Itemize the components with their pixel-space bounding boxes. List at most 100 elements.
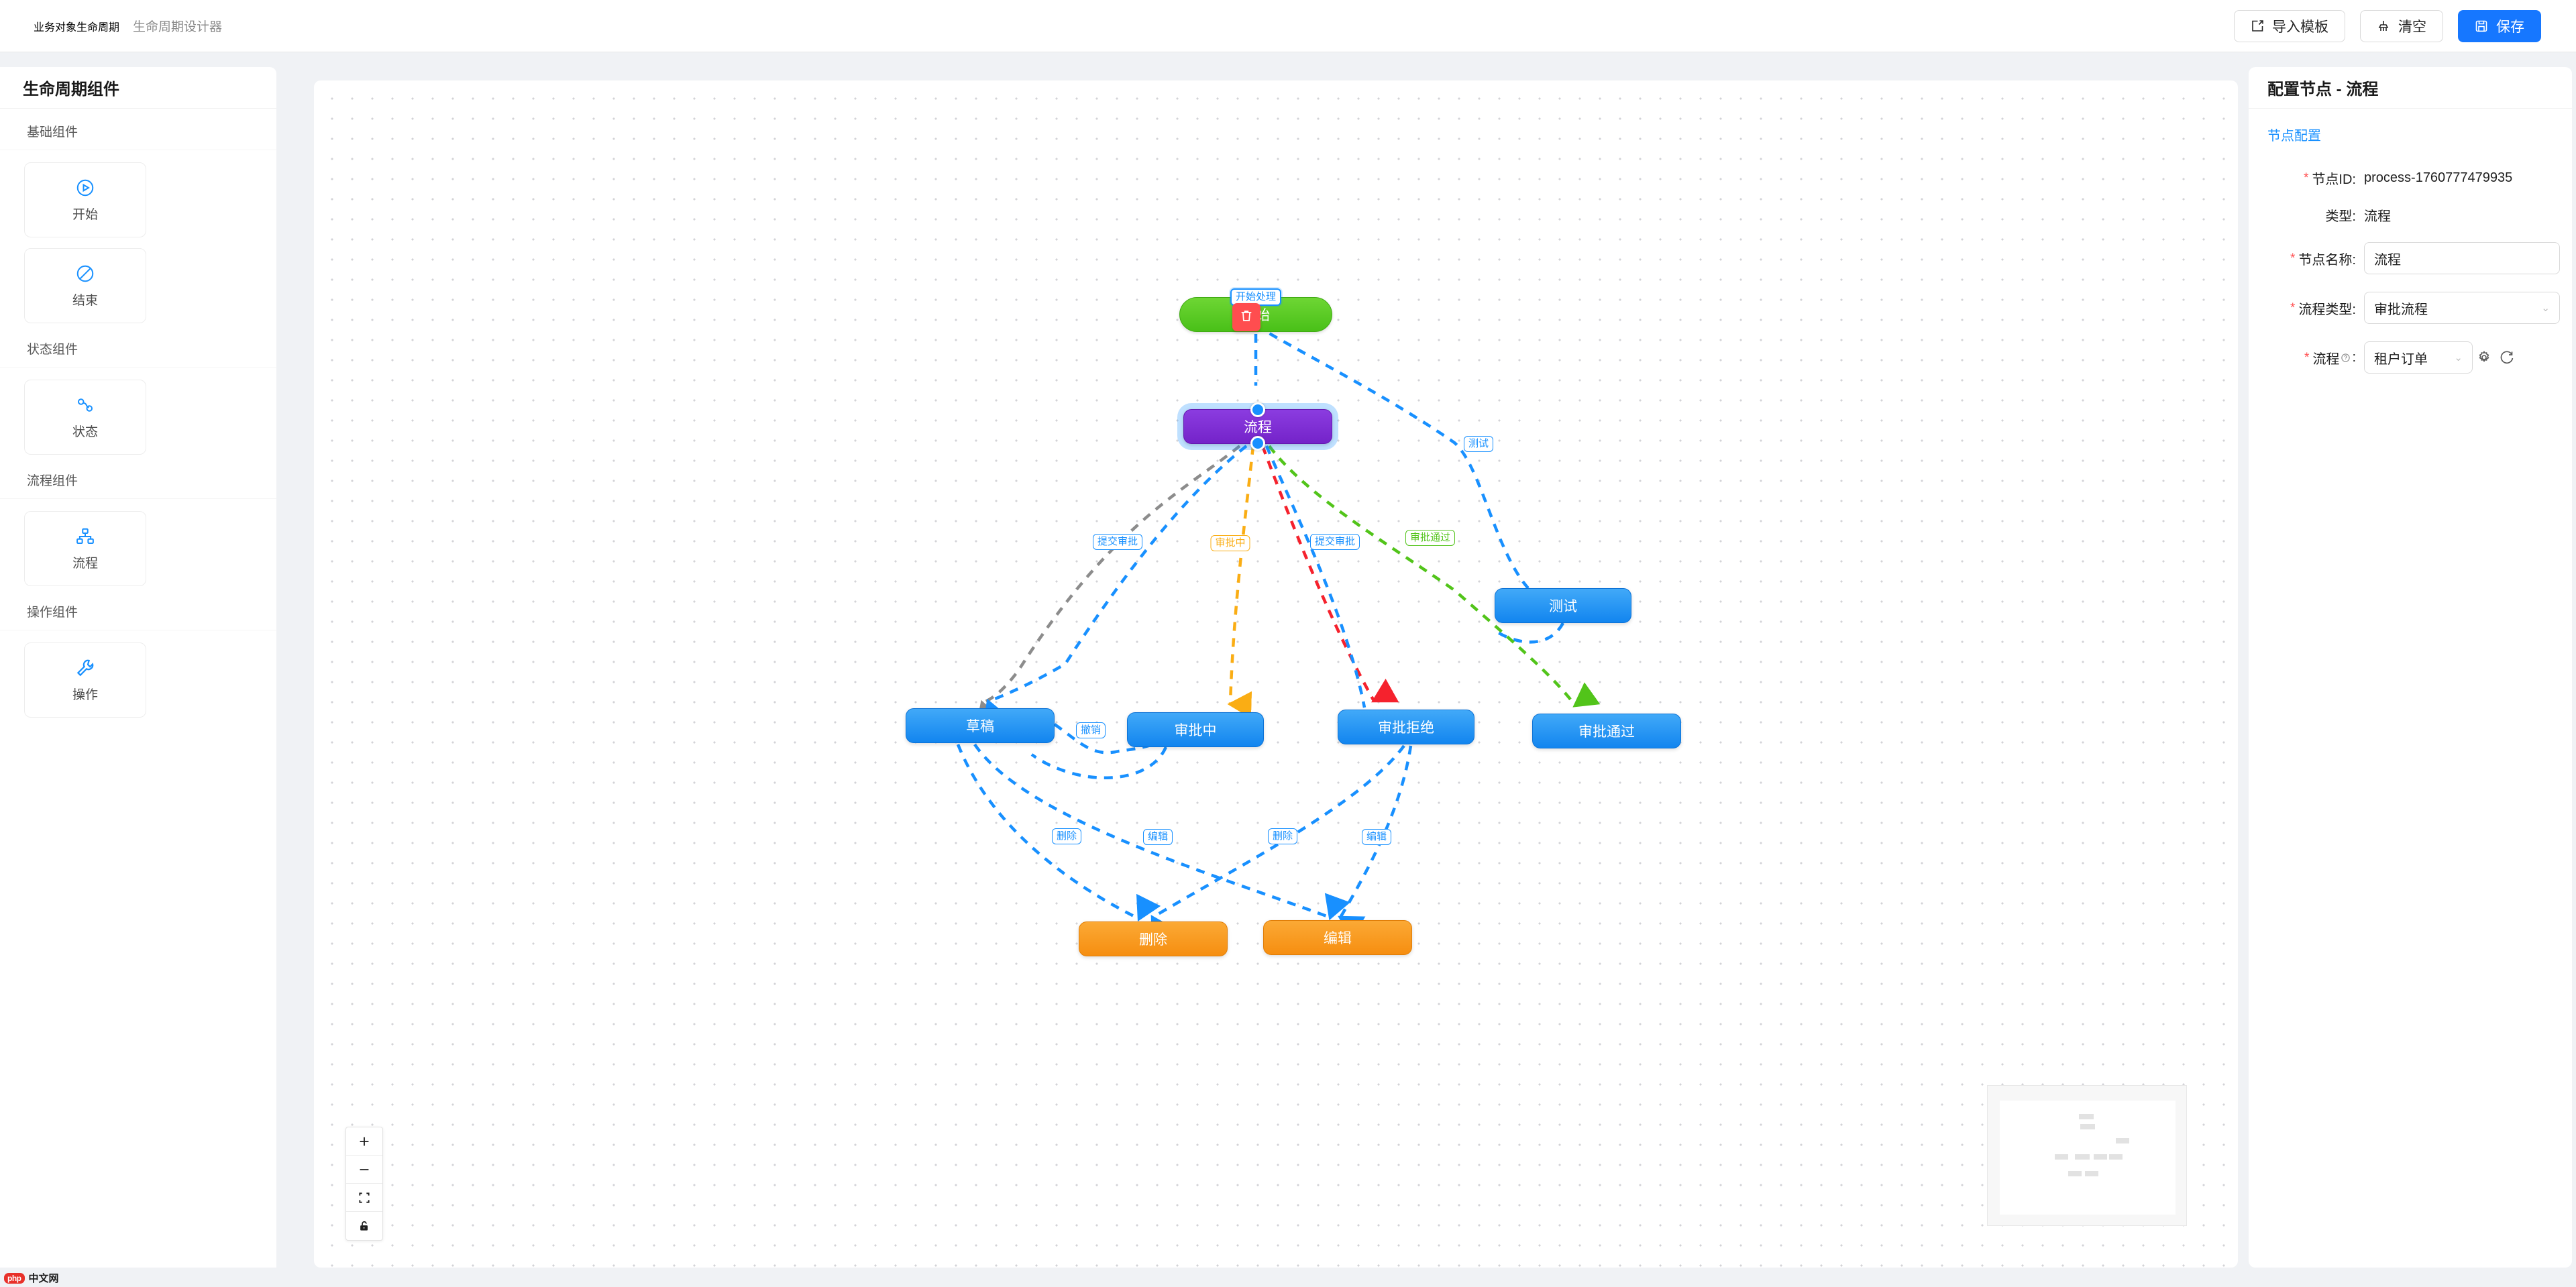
process-type-label-text: 流程类型: <box>2298 302 2356 317</box>
edge-label-test[interactable]: 测试 <box>1463 436 1494 452</box>
flow-node-process[interactable]: 流程 <box>1183 402 1332 451</box>
flow-node-approving[interactable]: 审批中 <box>1127 712 1264 747</box>
import-icon <box>2251 19 2264 33</box>
process-type-label: * 流程类型: <box>2249 298 2364 318</box>
process-settings-button[interactable] <box>2473 349 2496 366</box>
question-circle-icon[interactable] <box>2341 353 2351 363</box>
minimap-viewport <box>2000 1101 2176 1215</box>
flow-node-label: 流程 <box>1244 420 1272 435</box>
node-config-panel: 配置节点 - 流程 节点配置 * 节点ID: process-176077747… <box>2249 67 2572 1268</box>
edge-label-text: 删除 <box>1272 830 1293 842</box>
palette-group-process: 流程 <box>0 499 276 589</box>
import-template-button[interactable]: 导入模板 <box>2234 9 2345 42</box>
process-select[interactable]: 租户订单 ⌄ <box>2364 341 2473 374</box>
minimap-node <box>2075 1154 2090 1160</box>
edge-label-text: 编辑 <box>1147 831 1169 842</box>
required-star: * <box>2290 300 2296 315</box>
edge-label-submit-approval-2[interactable]: 提交审批 <box>1309 534 1360 550</box>
edge-label-withdraw[interactable]: 撤销 <box>1075 722 1106 738</box>
flow-node-label: 审批通过 <box>1578 724 1635 740</box>
trash-icon <box>1239 309 1254 327</box>
zoom-out-button[interactable] <box>346 1156 382 1184</box>
flow-node-approved[interactable]: 审批通过 <box>1532 714 1681 748</box>
edge-label-approved[interactable]: 审批通过 <box>1405 530 1456 546</box>
clear-button[interactable]: 清空 <box>2360 9 2443 42</box>
canvas-minimap[interactable] <box>1987 1085 2187 1226</box>
stop-circle-icon <box>75 264 95 284</box>
edge-label-delete-1[interactable]: 删除 <box>1051 828 1082 844</box>
edge-label-text: 删除 <box>1056 830 1077 842</box>
form-row-process: * 流程 : 租户订单 ⌄ <box>2249 341 2572 374</box>
process-type-select[interactable]: 审批流程 ⌄ <box>2364 292 2560 324</box>
form-row-type: 类型: 流程 <box>2249 205 2572 225</box>
lock-canvas-button[interactable] <box>346 1212 382 1240</box>
watermark-badge: php <box>4 1272 25 1284</box>
required-star: * <box>2304 350 2310 365</box>
process-value: 租户订单 <box>2374 351 2428 367</box>
palette-item-end[interactable]: 结束 <box>24 248 146 323</box>
page-subtitle: 生命周期设计器 <box>133 20 223 34</box>
component-sidebar: 生命周期组件 基础组件 开始 结束 状态组件 <box>0 67 276 1268</box>
form-row-node-name: * 节点名称: 流程 <box>2249 242 2572 274</box>
edge-label-text: 审批通过 <box>1409 532 1451 543</box>
connection-handle-top[interactable] <box>1250 402 1265 417</box>
flow-node-edit[interactable]: 编辑 <box>1263 920 1412 955</box>
node-name-input[interactable]: 流程 <box>2364 242 2560 274</box>
palette-item-action[interactable]: 操作 <box>24 642 146 718</box>
edge-label-text: 提交审批 <box>1097 536 1138 547</box>
flow-node-label: 测试 <box>1549 599 1577 614</box>
flow-node-label: 删除 <box>1139 932 1167 948</box>
edge-label-delete-2[interactable]: 删除 <box>1267 828 1298 844</box>
minimap-node <box>2079 1114 2094 1119</box>
minimap-node <box>2094 1154 2107 1160</box>
node-name-label-text: 节点名称: <box>2298 252 2356 268</box>
app-header: 业务对象生命周期 生命周期设计器 导入模板 清空 <box>0 0 2576 52</box>
section-label-action: 操作组件 <box>0 589 276 630</box>
page-title: 业务对象生命周期 <box>34 22 120 34</box>
edge-label-submit-approval-1[interactable]: 提交审批 <box>1092 534 1143 550</box>
minimap-node <box>2080 1124 2095 1129</box>
flow-node-delete[interactable]: 删除 <box>1079 921 1228 956</box>
header-actions: 导入模板 清空 保存 <box>2234 9 2556 42</box>
save-label: 保存 <box>2496 19 2524 35</box>
watermark-text: 中文网 <box>28 1273 59 1284</box>
node-id-label: * 节点ID: <box>2249 168 2364 188</box>
flow-node-test[interactable]: 测试 <box>1495 588 1631 623</box>
edge-label-edit-1[interactable]: 编辑 <box>1142 829 1173 845</box>
chevron-down-icon: ⌄ <box>2541 302 2550 314</box>
fit-view-button[interactable] <box>346 1184 382 1212</box>
minimap-node <box>2109 1154 2123 1160</box>
canvas-zoom-toolbar <box>345 1127 383 1241</box>
flow-node-draft[interactable]: 草稿 <box>906 708 1055 743</box>
sidebar-title: 生命周期组件 <box>0 67 276 109</box>
form-row-node-id: * 节点ID: process-1760777479935 <box>2249 168 2572 188</box>
required-star: * <box>2304 171 2309 185</box>
minimap-node <box>2055 1154 2068 1160</box>
edge-label-approving[interactable]: 审批中 <box>1210 535 1250 551</box>
process-type-value: 审批流程 <box>2374 302 2428 317</box>
flow-node-label: 审批拒绝 <box>1378 720 1434 736</box>
palette-item-start[interactable]: 开始 <box>24 162 146 237</box>
edge-delete-button[interactable] <box>1232 303 1260 331</box>
import-template-label: 导入模板 <box>2272 19 2328 35</box>
edge-label-text: 审批中 <box>1215 537 1246 549</box>
config-panel-title: 配置节点 - 流程 <box>2249 67 2572 109</box>
connection-handle-bottom[interactable] <box>1250 436 1265 451</box>
process-label-text: 流程 <box>2312 351 2340 367</box>
tab-node-config[interactable]: 节点配置 <box>2267 129 2321 144</box>
flow-node-label: 审批中 <box>1174 723 1217 738</box>
zoom-in-button[interactable] <box>346 1127 382 1156</box>
wrench-icon <box>75 658 95 678</box>
palette-label-end: 结束 <box>72 293 98 308</box>
node-id-value: process-1760777479935 <box>2364 170 2513 185</box>
section-label-basic: 基础组件 <box>0 109 276 150</box>
palette-item-process[interactable]: 流程 <box>24 511 146 586</box>
flow-node-rejected[interactable]: 审批拒绝 <box>1338 710 1474 744</box>
type-label: 类型: <box>2249 205 2364 225</box>
edge-label-edit-2[interactable]: 编辑 <box>1361 829 1392 845</box>
palette-item-state[interactable]: 状态 <box>24 380 146 455</box>
save-button[interactable]: 保存 <box>2458 9 2541 42</box>
flow-edges <box>956 324 1601 943</box>
flow-canvas[interactable]: 开始 流程 测试 草稿 审批中 审批拒绝 审批通过 删除 编辑 开始处理 测试 … <box>314 80 2238 1268</box>
process-refresh-button[interactable] <box>2496 349 2518 366</box>
